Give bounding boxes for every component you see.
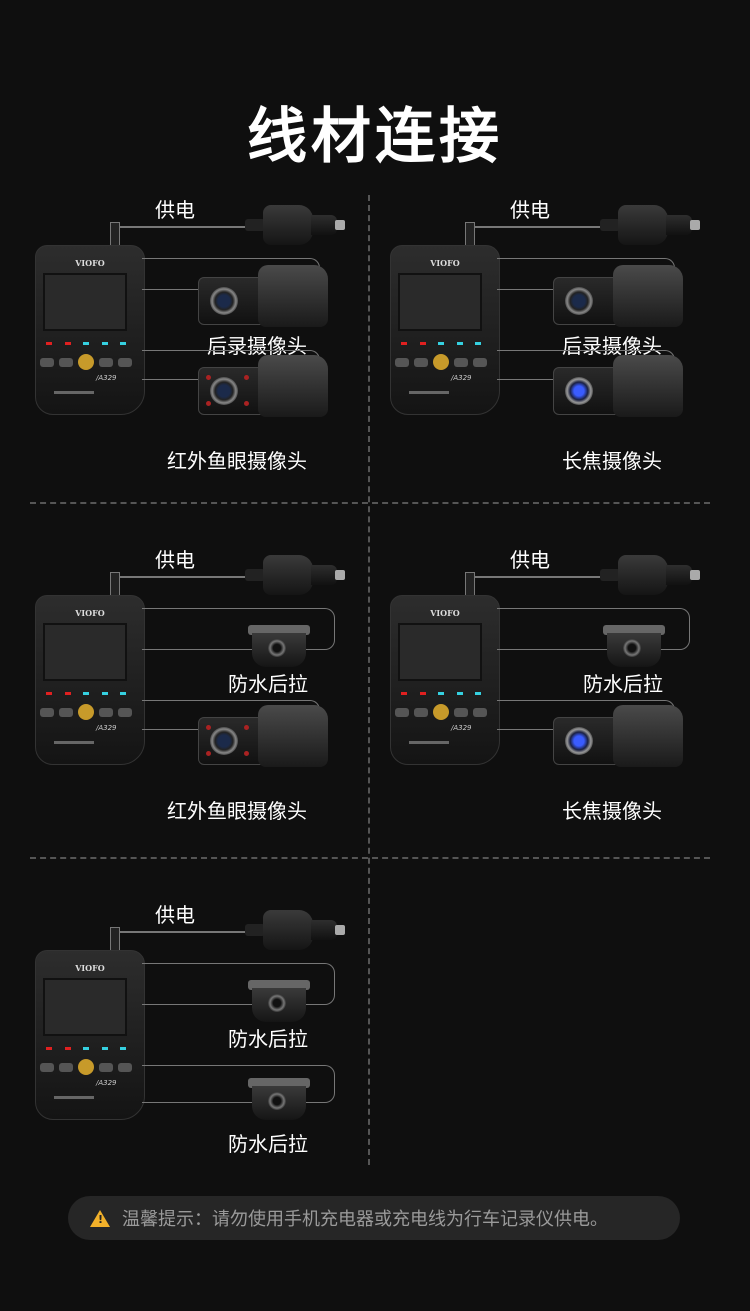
- dashcam-model: /A329: [96, 724, 117, 732]
- power-cable: [115, 576, 247, 578]
- camera-label: 红外鱼眼摄像头: [167, 449, 307, 473]
- power-cable: [470, 576, 602, 578]
- power-label: 供电: [510, 198, 550, 222]
- camera-label: 后录摄像头: [562, 334, 662, 358]
- power-cable: [115, 931, 247, 933]
- power-cable: [115, 226, 247, 228]
- page-title: 线材连接: [247, 102, 503, 172]
- dashcam-buttons: [395, 704, 487, 720]
- dashcam-brand: VIOFO: [430, 608, 460, 618]
- connection-panel: 供电 VIOFO /A329 防水后拉红外鱼眼摄像头: [30, 540, 370, 840]
- car-charger: [245, 205, 345, 245]
- dashcam-buttons: [395, 354, 487, 370]
- car-charger: [245, 910, 345, 950]
- waterproof-camera: [248, 625, 310, 667]
- power-plug: [110, 927, 120, 951]
- dashcam-brand: VIOFO: [430, 258, 460, 268]
- telephoto-camera: [553, 705, 688, 767]
- dashcam: VIOFO /A329: [35, 950, 145, 1120]
- dashcam-buttons: [40, 704, 132, 720]
- power-plug: [110, 572, 120, 596]
- power-cable: [470, 226, 602, 228]
- power-plug: [110, 222, 120, 246]
- power-plug: [465, 222, 475, 246]
- dashcam: VIOFO /A329: [390, 595, 500, 765]
- camera-label: 防水后拉: [228, 1027, 308, 1051]
- rear-camera: [198, 265, 333, 327]
- camera-label: 防水后拉: [583, 672, 663, 696]
- dashcam-screen: [398, 273, 482, 331]
- dashcam: VIOFO /A329: [35, 595, 145, 765]
- status-leds: [46, 342, 126, 345]
- camera-cable: [142, 963, 335, 1005]
- horizontal-divider: [30, 502, 710, 504]
- dashcam-model: /A329: [451, 374, 472, 382]
- dashcam-buttons: [40, 1059, 132, 1075]
- power-label: 供电: [510, 548, 550, 572]
- camera-cable: [497, 608, 690, 650]
- dashcam-screen: [43, 273, 127, 331]
- dashcam-screen: [43, 978, 127, 1036]
- dashcam: VIOFO /A329: [35, 245, 145, 415]
- telephoto-camera: [553, 355, 688, 417]
- note-text: 温馨提示：请勿使用手机充电器或充电线为行车记录仪供电。: [122, 1209, 608, 1230]
- ir-fisheye-camera: [198, 355, 333, 417]
- waterproof-camera: [248, 1078, 310, 1120]
- camera-label: 长焦摄像头: [562, 799, 662, 823]
- status-leds: [46, 692, 126, 695]
- status-leds: [401, 342, 481, 345]
- dashcam-brand: VIOFO: [75, 963, 105, 973]
- power-label: 供电: [155, 903, 195, 927]
- camera-label: 长焦摄像头: [562, 449, 662, 473]
- camera-label: 防水后拉: [228, 672, 308, 696]
- car-charger: [245, 555, 345, 595]
- horizontal-divider: [30, 857, 710, 859]
- dashcam-screen: [398, 623, 482, 681]
- rear-camera: [553, 265, 688, 327]
- waterproof-camera: [603, 625, 665, 667]
- power-label: 供电: [155, 548, 195, 572]
- connection-panel: 供电 VIOFO /A329 防水后拉防水后拉: [30, 895, 370, 1195]
- dashcam: VIOFO /A329: [390, 245, 500, 415]
- waterproof-camera: [248, 980, 310, 1022]
- camera-cable: [142, 608, 335, 650]
- status-leds: [401, 692, 481, 695]
- car-charger: [600, 555, 700, 595]
- vertical-divider: [368, 195, 370, 1165]
- camera-cable: [142, 1065, 335, 1103]
- dashcam-brand: VIOFO: [75, 258, 105, 268]
- dashcam-model: /A329: [451, 724, 472, 732]
- connection-panel: 供电 VIOFO /A329 防水后拉长焦摄像头: [385, 540, 725, 840]
- dashcam-brand: VIOFO: [75, 608, 105, 618]
- car-charger: [600, 205, 700, 245]
- power-plug: [465, 572, 475, 596]
- connection-panel: 供电 VIOFO /A329 后录摄像头长焦摄像头: [385, 190, 725, 490]
- status-leds: [46, 1047, 126, 1050]
- camera-label: 后录摄像头: [207, 334, 307, 358]
- warning-note: 温馨提示：请勿使用手机充电器或充电线为行车记录仪供电。: [68, 1196, 680, 1240]
- dashcam-buttons: [40, 354, 132, 370]
- connection-panel: 供电 VIOFO /A329 后录摄像头红外鱼眼摄像头: [30, 190, 370, 490]
- dashcam-screen: [43, 623, 127, 681]
- dashcam-model: /A329: [96, 1079, 117, 1087]
- power-label: 供电: [155, 198, 195, 222]
- camera-label: 红外鱼眼摄像头: [167, 799, 307, 823]
- warning-icon: [90, 1209, 110, 1227]
- dashcam-model: /A329: [96, 374, 117, 382]
- camera-label: 防水后拉: [228, 1132, 308, 1156]
- ir-fisheye-camera: [198, 705, 333, 767]
